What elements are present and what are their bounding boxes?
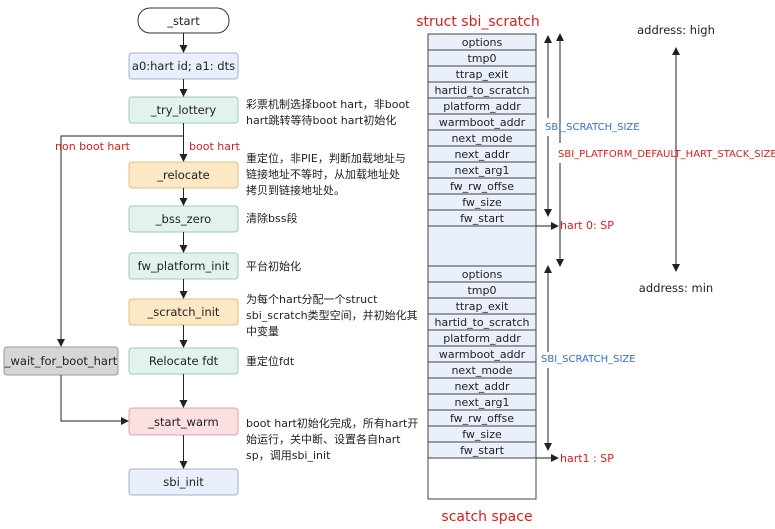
relocate-fdt-label: Relocate fdt — [149, 354, 219, 368]
field-warmboot-addr: warmboot_addr — [439, 348, 526, 361]
field-warmboot-addr: warmboot_addr — [439, 116, 526, 129]
scatch-space-label: scatch space — [441, 509, 532, 525]
sbi-init-label: sbi_init — [163, 475, 204, 489]
hart0-sp-label: hart 0: SP — [560, 219, 614, 232]
hart0-stack-area — [427, 225, 537, 267]
note-line: 重定位fdt — [246, 354, 295, 368]
scratch-size-label-0: SBI_SCRATCH_SIZE — [545, 122, 640, 133]
note-line: 拷贝到链接地址处。 — [246, 183, 345, 197]
field-next-addr: next_addr — [454, 148, 510, 161]
field-platform-addr: platform_addr — [443, 332, 521, 345]
arrow-non-boot-hart — [57, 135, 184, 347]
note-line: hart跳转等待boot hart初始化 — [246, 113, 396, 127]
note-line: 中变量 — [246, 324, 279, 338]
field-fw-size: fw_size — [462, 196, 502, 209]
boot-hart-label: boot hart — [189, 140, 240, 153]
scratch-size-label-1: SBI_SCRATCH_SIZE — [541, 354, 636, 365]
field-fw-start: fw_start — [460, 444, 504, 457]
fw-platform-init-label: fw_platform_init — [138, 259, 230, 273]
note-fw-platform-init: 平台初始化 — [246, 259, 301, 273]
scratch-init-label: _scratch_init — [147, 305, 220, 319]
address-high-label: address: high — [637, 23, 715, 37]
note-line: sp，调用sbi_init — [246, 449, 331, 462]
note-scratch-init: 为每个hart分配一个struct sbi_scratch类型空间，并初始化其 … — [246, 292, 418, 338]
field-fw-size: fw_size — [462, 428, 502, 441]
note-line: boot hart初始化完成，所有hart开 — [246, 416, 418, 430]
field-next-mode: next_mode — [451, 132, 512, 145]
scratch-title: struct sbi_scratch — [416, 14, 540, 30]
note-line: 重定位，非PIE，判断加载地址与 — [246, 151, 406, 165]
try-lottery-label: _try_lottery — [150, 103, 217, 117]
field-hartid-to-scratch: hartid_to_scratch — [434, 84, 529, 97]
note-try-lottery: 彩票机制选择boot hart，非boot hart跳转等待boot hart初… — [246, 97, 410, 127]
field-platform-addr: platform_addr — [443, 100, 521, 113]
note-line: 链接地址不等时，从加载地址处 — [246, 167, 400, 181]
hart-stack-size-label: SBI_PLATFORM_DEFAULT_HART_STACK_SIZE — [558, 149, 775, 160]
hart1-sp-label: hart1 : SP — [560, 452, 614, 465]
field-tmp0: tmp0 — [467, 284, 496, 297]
start-label: _start — [166, 14, 200, 28]
field-next-addr: next_addr — [454, 380, 510, 393]
wait-for-boot-hart-label: _wait_for_boot_hart — [4, 354, 118, 368]
note-line: 清除bss段 — [246, 211, 297, 225]
field-options: options — [462, 36, 503, 49]
field-hartid-to-scratch: hartid_to_scratch — [434, 316, 529, 329]
field-fw-rw-offse: fw_rw_offse — [450, 412, 514, 425]
field-fw-start: fw_start — [460, 212, 504, 225]
note-relocate-fdt: 重定位fdt — [246, 354, 295, 368]
relocate-label: _relocate — [156, 168, 210, 182]
scratch-block-hart1: options tmp0 ttrap_exit hartid_to_scratchpl… — [427, 265, 537, 459]
field-next-arg1: next_arg1 — [455, 396, 510, 409]
note-start-warm: boot hart初始化完成，所有hart开 始运行，关中断、设置各自hart … — [246, 416, 418, 462]
scratch-block-hart0: options tmp0 ttrap_exit hartid_to_scratchpl… — [427, 33, 537, 227]
note-bss-zero: 清除bss段 — [246, 211, 297, 225]
note-line: 始运行，关中断、设置各自hart — [246, 432, 401, 446]
address-min-label: address: min — [639, 281, 713, 295]
note-relocate: 重定位，非PIE，判断加载地址与 链接地址不等时，从加载地址处 拷贝到链接地址处… — [246, 151, 406, 197]
field-cell — [427, 441, 537, 459]
field-fw-rw-offse: fw_rw_offse — [450, 180, 514, 193]
note-line: 为每个hart分配一个struct — [246, 292, 378, 306]
field-options: options — [462, 268, 503, 281]
note-line: 平台初始化 — [246, 259, 301, 273]
arrow-wait-to-warm — [60, 375, 129, 425]
field-next-mode: next_mode — [451, 364, 512, 377]
field-tmp0: tmp0 — [467, 52, 496, 65]
start-warm-label: _start_warm — [147, 415, 218, 429]
non-boot-hart-label: non boot hart — [55, 140, 131, 153]
note-line: sbi_scratch类型空间，并初始化其 — [246, 308, 418, 322]
field-ttrap-exit: ttrap_exit — [456, 300, 510, 313]
field-ttrap-exit: ttrap_exit — [456, 68, 510, 81]
a0-label: a0:hart id; a1: dts — [132, 59, 235, 73]
field-next-arg1: next_arg1 — [455, 164, 510, 177]
bss-zero-label: _bss_zero — [155, 212, 211, 226]
note-line: 彩票机制选择boot hart，非boot — [246, 97, 410, 111]
sbi-init-node — [128, 468, 239, 496]
